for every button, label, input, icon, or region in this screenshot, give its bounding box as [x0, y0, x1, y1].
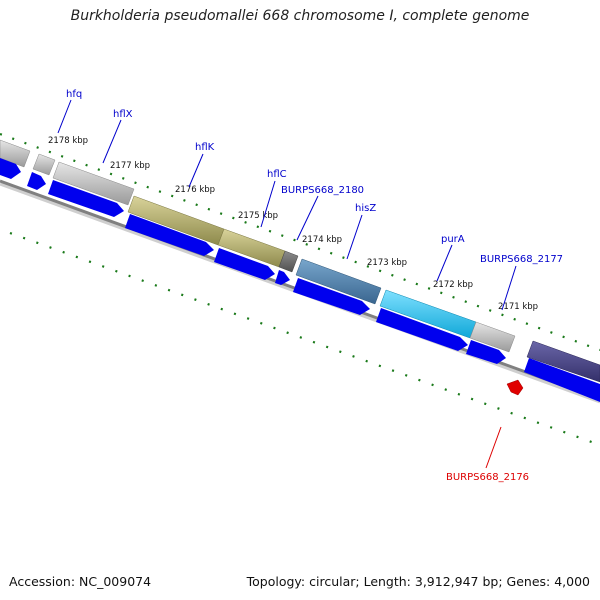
scale-label-2178: 2178 kbp: [48, 136, 88, 146]
reverse-gene-labels: BURPS668_2176: [446, 472, 529, 483]
scale-label-2177: 2177 kbp: [110, 161, 150, 171]
cds-arrow-hflx: [48, 180, 124, 217]
accession-text: Accession: NC_009074: [9, 574, 152, 589]
gene-label-burps668-2177[interactable]: BURPS668_2177: [480, 254, 563, 265]
cds-arrow-hfq-prev: [0, 158, 21, 179]
cds-arrow-pura: [376, 308, 468, 351]
scale-label-2175: 2175 kbp: [238, 211, 278, 221]
cog-bar-hflx: [52, 161, 135, 206]
reverse-label-leaders: [485, 426, 502, 469]
gene-label-hflx[interactable]: hflX: [113, 109, 133, 120]
genome-summary-text: Topology: circular; Length: 3,912,947 bp…: [246, 574, 590, 589]
leader-hflc: [260, 180, 276, 228]
gene-label-hisz[interactable]: hisZ: [355, 203, 376, 214]
gene-label-pura[interactable]: purA: [441, 234, 465, 245]
scale-label-2176: 2176 kbp: [175, 185, 215, 195]
cds-arrow-hisz: [293, 278, 370, 315]
leader-burps668-2176: [485, 426, 502, 469]
outer-tick-track: [0, 132, 600, 352]
scale-label-2173: 2173 kbp: [367, 258, 407, 268]
scale-label-2172: 2172 kbp: [433, 280, 473, 290]
scale-label-2174: 2174 kbp: [302, 235, 342, 245]
gene-label-hflc[interactable]: hflC: [267, 169, 287, 180]
cog-bar-hfq-prev: [0, 139, 31, 168]
gene-label-hflk[interactable]: hflK: [195, 142, 215, 153]
cds-arrow-hfq: [27, 172, 46, 190]
cds-arrow-hflc: [214, 248, 275, 280]
cds-arrow-burps668-2176: [506, 379, 524, 396]
outer-tick-ring: [0, 132, 600, 352]
leader-hisz: [346, 214, 363, 260]
cog-bar-burps668-2180: [278, 250, 299, 273]
cog-bar-next: [526, 340, 600, 383]
cog-bar-hfq: [32, 153, 56, 176]
leader-pura: [436, 244, 453, 282]
cds-arrow-burps668-2177: [466, 340, 506, 364]
gene-label-burps668-2180[interactable]: BURPS668_2180: [281, 185, 364, 196]
gene-labels: hfq hflX hflK hflC BURPS668_2180 hisZ pu…: [66, 89, 563, 265]
cds-forward-track: [0, 158, 600, 402]
cog-bar-burps668-2177: [469, 321, 516, 353]
leader-burps668-2180: [296, 195, 319, 241]
leader-hflk: [188, 153, 204, 188]
scale-labels: 2178 kbp 2177 kbp 2176 kbp 2175 kbp 2174…: [48, 136, 538, 312]
cog-bar-hisz: [295, 258, 382, 305]
cds-reverse-track: [506, 379, 524, 396]
cog-feature-track: [0, 139, 600, 383]
cds-arrow-next: [524, 358, 600, 402]
cds-arrow-hflk: [125, 214, 214, 256]
scale-label-2171: 2171 kbp: [498, 302, 538, 312]
cds-arrow-burps668-2180: [275, 270, 290, 285]
gene-label-burps668-2176[interactable]: BURPS668_2176: [446, 472, 529, 483]
gene-label-hfq[interactable]: hfq: [66, 89, 82, 100]
leader-hfq: [57, 99, 72, 134]
leader-burps668-2177: [501, 265, 517, 311]
gene-label-leaders: [57, 99, 517, 311]
map-title: Burkholderia pseudomallei 668 chromosome…: [70, 8, 530, 24]
leader-hflx: [102, 119, 122, 164]
